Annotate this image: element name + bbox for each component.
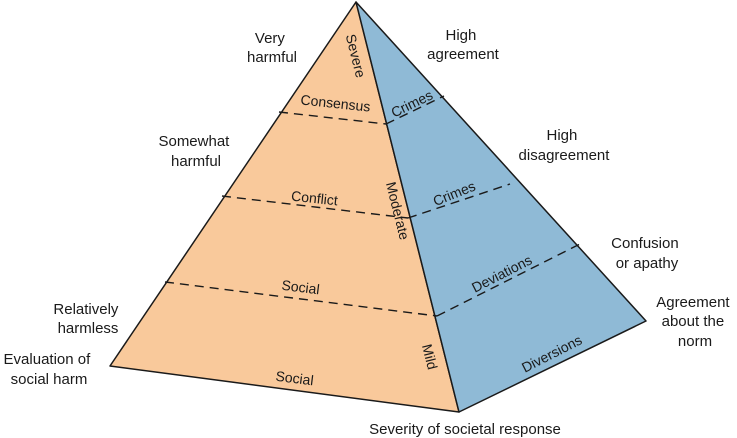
pyramid-right-face	[355, 1, 647, 413]
face-label-consensus: Consensus	[300, 91, 371, 114]
left-divider-middle	[221, 195, 409, 219]
label-somewhat-harmful: Somewhat harmful	[158, 133, 233, 170]
ridge-label-mild: Mild	[419, 342, 441, 371]
right-divider-middle	[407, 183, 511, 219]
label-very-harmful: Very harmful	[247, 30, 297, 66]
face-label-conflict: Conflict	[290, 188, 338, 209]
left-divider-top	[278, 111, 387, 125]
label-severity-of-societal-response: Severity of societal response	[369, 421, 561, 438]
right-divider-bottom	[436, 242, 583, 317]
label-confusion-or-apathy: Confusion or apathy	[611, 235, 683, 272]
left-divider-bottom	[164, 281, 438, 317]
label-relatively-harmless: Relatively harmless	[53, 301, 122, 337]
label-high-agreement: High agreement	[427, 27, 500, 63]
label-high-disagreement: High disagreement	[519, 127, 611, 164]
label-evaluation-of-social-harm: Evaluation of social harm	[4, 351, 95, 388]
face-label-social-lower: Social	[275, 368, 315, 389]
right-divider-top	[385, 95, 445, 125]
label-agreement-about-the-norm: Agreement about the norm	[656, 294, 734, 350]
face-label-social-upper: Social	[281, 277, 321, 298]
